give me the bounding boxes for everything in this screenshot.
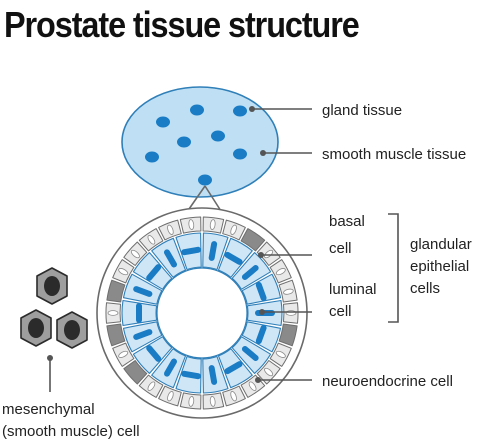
- luminal-nucleus: [181, 246, 201, 256]
- basal-nucleus: [147, 235, 156, 245]
- gland-nucleus: [177, 136, 191, 148]
- luminal-nucleus: [133, 286, 153, 297]
- luminal-nucleus: [255, 324, 267, 345]
- label-basal-cell-line2: cell: [329, 240, 352, 257]
- epithelial-bracket: [388, 213, 399, 323]
- mesenchymal-cell: [56, 311, 88, 349]
- neuroendocrine-cell: [106, 279, 126, 303]
- mesenchymal-cell: [20, 309, 52, 347]
- luminal-nucleus: [208, 365, 218, 385]
- neuroendocrine-cell: [240, 228, 266, 252]
- basal-nucleus: [275, 268, 286, 276]
- basal-nucleus: [118, 268, 129, 276]
- luminal-nucleus: [255, 310, 275, 316]
- tissue-section: [121, 86, 279, 198]
- gland-nucleus: [145, 151, 159, 163]
- label-mesenchymal-line1: mesenchymal: [2, 401, 95, 418]
- gland-nucleus: [211, 130, 225, 142]
- mesenchymal-cells: [20, 267, 88, 349]
- luminal-nucleus: [146, 264, 162, 281]
- basal-nucleus: [209, 219, 216, 230]
- gland-nucleus: [233, 105, 247, 117]
- gland-cross-section: [96, 207, 308, 419]
- neuroendocrine-cell: [123, 360, 148, 385]
- label-glandular-line1: glandular: [410, 236, 472, 253]
- label-gland-tissue: gland tissue: [322, 102, 402, 119]
- mesenchymal-nucleus: [44, 276, 60, 296]
- gland-nucleus: [190, 104, 204, 116]
- luminal-nucleus: [241, 265, 259, 280]
- label-glandular-line3: cells: [410, 280, 440, 297]
- gland-nuclei: [145, 104, 247, 186]
- basal-nucleus: [275, 350, 286, 358]
- luminal-nucleus: [255, 281, 267, 302]
- page-title: Prostate tissue structure: [4, 4, 360, 45]
- basal-nucleus: [248, 381, 257, 391]
- label-luminal-cell-line1: luminal: [329, 281, 377, 298]
- mesenchymal-nucleus: [28, 318, 44, 338]
- luminal-nucleus: [224, 361, 243, 375]
- basal-nucleus: [118, 350, 129, 358]
- label-mesenchymal-line2: (smooth muscle) cell: [2, 423, 140, 440]
- basal-nucleus: [230, 224, 237, 235]
- luminal-nucleus: [208, 241, 218, 261]
- basal-nucleus: [188, 396, 195, 407]
- basal-nucleus: [167, 391, 174, 402]
- basal-nucleus: [107, 310, 119, 316]
- basal-nucleus: [264, 367, 274, 377]
- neuroendocrine-cell: [278, 323, 298, 347]
- luminal-nucleus: [224, 251, 243, 265]
- label-neuroendocrine-cell: neuroendocrine cell: [322, 373, 453, 390]
- luminal-nucleus: [146, 345, 162, 362]
- label-smooth-muscle-tissue: smooth muscle tissue: [322, 146, 466, 163]
- gland-nucleus: [233, 148, 247, 160]
- basal-nucleus: [147, 381, 156, 391]
- luminal-nucleus: [164, 358, 177, 377]
- luminal-nucleus: [241, 346, 259, 361]
- label-glandular-line2: epithelial: [410, 258, 469, 275]
- basal-nucleus: [230, 391, 237, 402]
- luminal-nucleus: [164, 249, 177, 268]
- mesenchymal-cell: [36, 267, 68, 305]
- luminal-nucleus: [181, 370, 201, 380]
- basal-nucleus: [209, 396, 216, 407]
- gland-lumen: [156, 267, 248, 359]
- mesenchymal-nucleus: [64, 320, 80, 340]
- gland-nucleus: [156, 116, 170, 128]
- neuroendocrine-cell: [106, 323, 126, 347]
- gland-nucleus: [198, 174, 212, 186]
- luminal-nucleus: [136, 303, 142, 323]
- basal-nucleus: [167, 224, 174, 235]
- label-luminal-cell-line2: cell: [329, 303, 352, 320]
- basal-nucleus: [283, 288, 294, 295]
- gland-cells: [105, 216, 299, 410]
- leader-lines: [47, 106, 399, 392]
- luminal-nucleus: [133, 329, 153, 340]
- label-basal-cell-line1: basal: [329, 213, 365, 230]
- basal-nucleus: [130, 249, 140, 259]
- basal-nucleus: [188, 219, 195, 230]
